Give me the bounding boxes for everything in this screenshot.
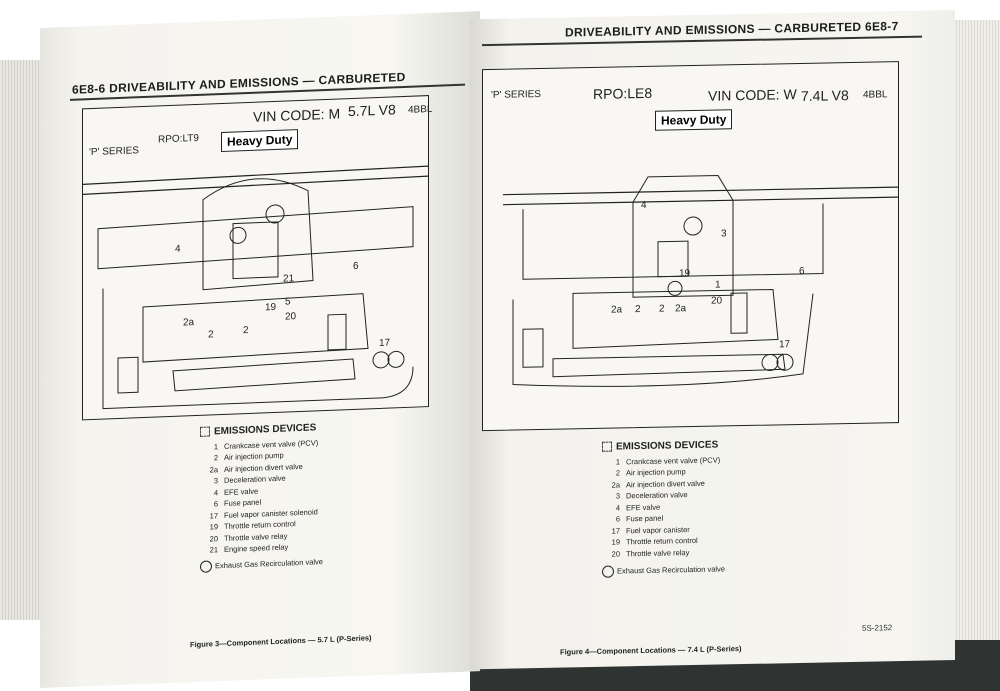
component-6: 6 [353,260,359,272]
component-2b: 2 [659,303,665,315]
right-caption: Figure 4—Component Locations — 7.4 L (P-… [560,644,742,657]
component-21: 21 [283,273,295,285]
egr-label: Exhaust Gas Recirculation valve [617,564,725,576]
component-2: 2 [635,304,641,316]
egr-valve-icon [602,565,614,578]
component-19: 19 [679,268,691,280]
component-6: 6 [799,265,805,277]
component-1: 1 [715,279,721,291]
component-2: 2 [208,329,214,341]
right-diagram: 'P' SERIES RPO:LE8 VIN CODE: W 7.4L V8 4… [482,61,899,432]
component-17: 17 [379,337,391,349]
component-2b: 2 [243,324,249,337]
egr-label: Exhaust Gas Recirculation valve [215,556,323,570]
header-rule [482,35,922,47]
left-page-edges [0,60,45,620]
component-19: 19 [265,301,277,314]
legend-square-icon [602,441,612,453]
left-page: 6E8-6 DRIVEABILITY AND EMISSIONS — CARBU… [40,11,480,688]
component-20: 20 [285,311,297,323]
component-4: 4 [175,243,181,255]
component-2a-b: 2a [675,303,687,315]
component-20: 20 [711,295,723,307]
right-page: DRIVEABILITY AND EMISSIONS — CARBURETED … [470,10,955,670]
legend-title: EMISSIONS DEVICES [616,439,719,453]
figure-code: 5S-2152 [862,623,893,633]
component-3: 3 [721,228,727,240]
component-2a: 2a [611,304,623,316]
left-caption: Figure 3—Component Locations — 5.7 L (P-… [190,633,372,650]
left-engine-drawing [83,165,428,410]
component-4: 4 [641,199,647,212]
component-2a: 2a [183,317,195,329]
left-diagram: 'P' SERIES RPO:LT9 VIN CODE: M 5.7L V8 4… [82,95,432,421]
right-engine-drawing [503,175,898,387]
legend-square-icon [200,426,210,438]
egr-valve-icon [200,559,212,573]
component-5: 5 [285,296,291,308]
component-17: 17 [779,339,791,351]
legend-title: EMISSIONS DEVICES [214,422,317,438]
